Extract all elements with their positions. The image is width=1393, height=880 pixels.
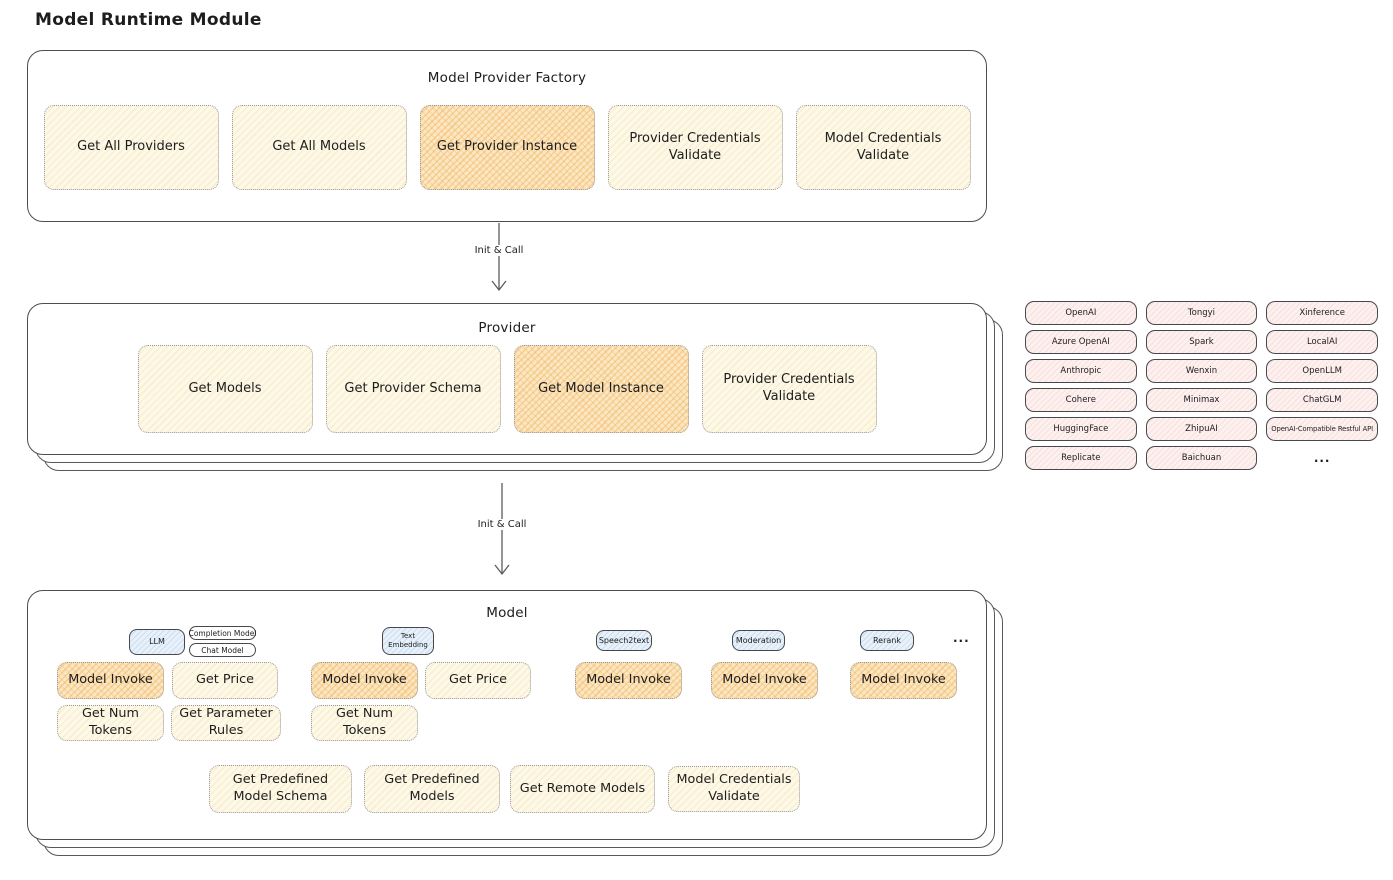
get-predefined-models-node: Get Predefined Models	[364, 765, 500, 813]
rerank-tag: Rerank	[860, 630, 914, 651]
provider-pill-huggingface: HuggingFace	[1025, 417, 1137, 441]
text-embedding-model-invoke-node: Model Invoke	[311, 662, 418, 699]
moderation-tag: Moderation	[732, 630, 785, 651]
llm-model-invoke-node: Model Invoke	[57, 662, 164, 699]
provider-pill-minimax: Minimax	[1145, 388, 1258, 412]
get-remote-models-node: Get Remote Models	[510, 765, 655, 813]
provider-pill-openai: OpenAI	[1025, 301, 1137, 325]
completion-model-tag: Completion Model	[189, 626, 256, 640]
factory-provider-credentials-validate-node: Provider Credentials Validate	[607, 105, 783, 190]
text-embedding-get-num-tokens-node: Get Num Tokens	[311, 705, 418, 741]
llm-tag: LLM	[129, 629, 185, 655]
speech2text-model-invoke-node: Model Invoke	[575, 662, 682, 699]
provider-box-title: Provider	[478, 320, 536, 336]
llm-get-price-node: Get Price	[172, 662, 278, 699]
provider-button-row: Get Models Get Provider Schema Get Model…	[28, 345, 986, 433]
down-arrow-icon	[494, 483, 510, 576]
down-arrow-icon	[491, 223, 507, 292]
get-provider-schema-node: Get Provider Schema	[325, 345, 501, 433]
provider-pill-replicate: Replicate	[1025, 446, 1137, 470]
provider-pill-chatglm: ChatGLM	[1266, 388, 1378, 412]
provider-box: Provider Get Models Get Provider Schema …	[27, 303, 987, 455]
factory-box-title: Model Provider Factory	[427, 70, 587, 86]
speech2text-tag: Speech2text	[596, 630, 652, 651]
init-call-arrow-2: Init & Call	[462, 483, 542, 581]
model-box: Model LLM Completion Model Chat Model Te…	[27, 590, 987, 840]
get-all-providers-node: Get All Providers	[43, 105, 219, 190]
provider-pill-wenxin: Wenxin	[1145, 359, 1258, 383]
provider-pill-more: ...	[1313, 451, 1331, 465]
factory-model-credentials-validate-node: Model Credentials Validate	[795, 105, 971, 190]
page-title: Model Runtime Module	[35, 10, 262, 30]
get-models-node: Get Models	[137, 345, 313, 433]
init-call-label-2: Init & Call	[472, 519, 532, 530]
init-call-arrow-1: Init & Call	[459, 223, 539, 297]
provider-credentials-validate-node: Provider Credentials Validate	[701, 345, 877, 433]
get-all-models-node: Get All Models	[231, 105, 407, 190]
llm-get-num-tokens-node: Get Num Tokens	[57, 705, 164, 741]
llm-get-parameter-rules-node: Get Parameter Rules	[171, 705, 281, 741]
text-embedding-get-price-node: Get Price	[425, 662, 531, 699]
provider-pill-tongyi: Tongyi	[1145, 301, 1258, 325]
provider-pill-zhipuai: ZhipuAI	[1145, 417, 1258, 441]
provider-pill-spark: Spark	[1145, 330, 1258, 354]
model-credentials-validate-node: Model Credentials Validate	[668, 766, 800, 812]
provider-pill-anthropic: Anthropic	[1025, 359, 1137, 383]
text-embedding-tag: Text Embedding	[382, 627, 434, 655]
provider-pill-cohere: Cohere	[1025, 388, 1137, 412]
get-predefined-model-schema-node: Get Predefined Model Schema	[209, 765, 352, 813]
provider-pill-openllm: OpenLLM	[1266, 359, 1378, 383]
get-model-instance-node: Get Model Instance	[513, 345, 689, 433]
provider-pill-localai: LocalAI	[1266, 330, 1378, 354]
provider-list-grid: OpenAI Tongyi Xinference Azure OpenAI Sp…	[1025, 301, 1378, 470]
factory-button-row: Get All Providers Get All Models Get Pro…	[28, 105, 986, 190]
model-box-title: Model	[486, 605, 528, 621]
init-call-label-1: Init & Call	[469, 245, 529, 256]
get-provider-instance-node: Get Provider Instance	[419, 105, 595, 190]
provider-pill-baichuan: Baichuan	[1145, 446, 1258, 470]
more-model-types-label: ...	[953, 631, 970, 645]
provider-pill-openai-compatible: OpenAI-Compatible Restful API	[1266, 417, 1378, 441]
rerank-model-invoke-node: Model Invoke	[850, 662, 957, 699]
provider-pill-xinference: Xinference	[1266, 301, 1378, 325]
factory-box: Model Provider Factory Get All Providers…	[27, 50, 987, 222]
chat-model-tag: Chat Model	[189, 643, 256, 657]
moderation-model-invoke-node: Model Invoke	[711, 662, 818, 699]
provider-pill-azure-openai: Azure OpenAI	[1025, 330, 1137, 354]
